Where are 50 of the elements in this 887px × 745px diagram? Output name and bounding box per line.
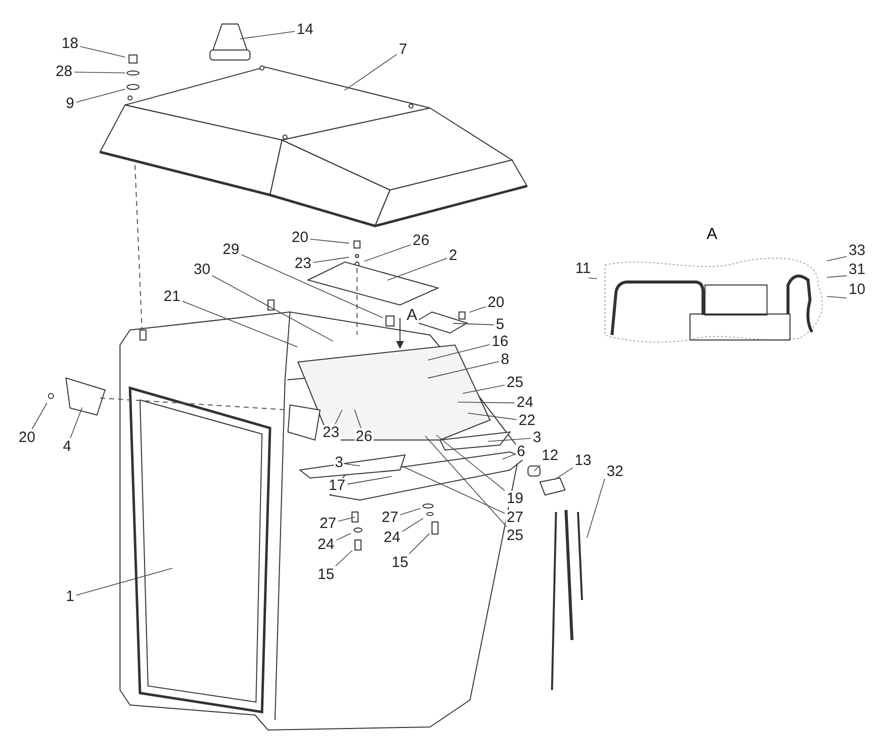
leader-line (344, 54, 398, 91)
leader-line (826, 296, 848, 298)
leader-line (554, 467, 574, 480)
view-label: A (406, 308, 418, 324)
leader-line (436, 434, 506, 491)
leader-line (586, 478, 606, 538)
leader-line (427, 361, 500, 379)
leader-line (74, 72, 126, 74)
leader-line (32, 402, 48, 430)
leader-line (826, 275, 848, 278)
leader-line (346, 476, 392, 485)
leader-line (312, 256, 350, 263)
leader-line (336, 533, 352, 541)
callout-number: 19 (506, 491, 524, 507)
leader-line (335, 550, 353, 566)
leader-line (588, 278, 598, 279)
leader-line (462, 384, 506, 394)
leader-line (212, 275, 334, 342)
leader-line (240, 254, 384, 318)
leader-line (468, 412, 518, 420)
leader-line (334, 410, 342, 424)
leader-line (364, 244, 412, 262)
leader-line (469, 306, 486, 313)
leader-line (502, 454, 516, 460)
callout-number: 27 (506, 510, 524, 526)
leader-line (400, 508, 421, 516)
leader-line (387, 258, 448, 281)
leader-line (76, 88, 126, 103)
leader-line (80, 46, 126, 58)
leader-line (182, 300, 298, 348)
leader-line (424, 436, 508, 528)
callout-number: 23 (322, 425, 340, 441)
leader-line (70, 407, 82, 438)
leader-line (534, 464, 541, 472)
leader-line (240, 31, 296, 40)
leader-line (427, 344, 490, 360)
leader-line (76, 568, 173, 596)
leader-line (458, 402, 516, 404)
leader-line (402, 518, 424, 532)
leader-line (310, 238, 350, 244)
leader-line (452, 322, 494, 326)
callout-number: 17 (328, 478, 346, 494)
leader-line (354, 409, 362, 428)
leader-line (344, 464, 360, 466)
leader-line (402, 466, 506, 514)
leader-line (488, 438, 532, 442)
leader-line (408, 533, 430, 554)
leader-line (338, 516, 356, 522)
callout-number: 6 (516, 444, 526, 460)
leader-line (826, 256, 848, 262)
